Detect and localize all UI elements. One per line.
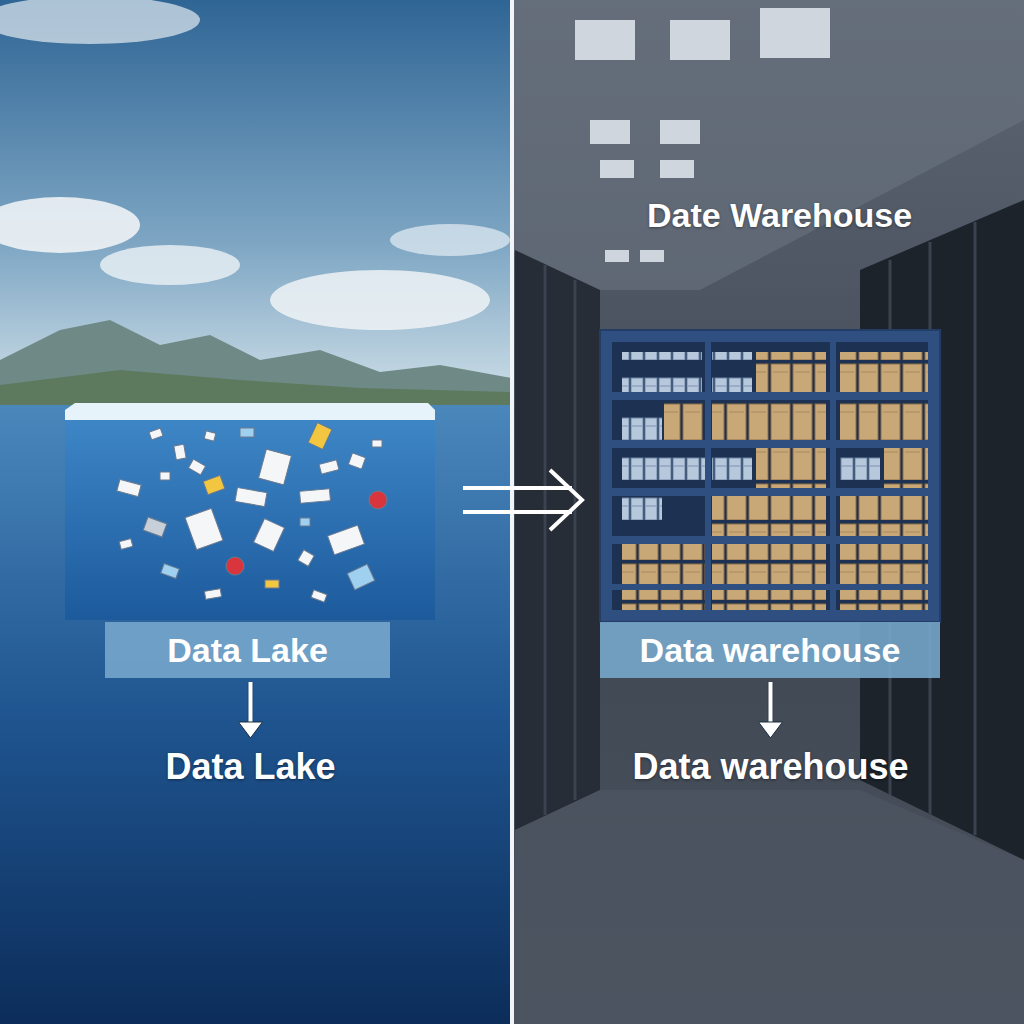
- label-band: Data warehouse: [600, 622, 940, 678]
- flow-arrow: [759, 682, 783, 738]
- shelf-unit: [600, 330, 940, 622]
- labeled-store: Data Lake: [65, 405, 435, 678]
- heading: Date Warehouse: [647, 196, 912, 235]
- label-text: Data warehouse: [622, 742, 919, 792]
- flow-arrow: [239, 682, 263, 738]
- floating-documents: [117, 423, 387, 603]
- flow-arrow: [463, 470, 582, 530]
- labeled-store: Data warehouse: [600, 330, 940, 678]
- output-label: Data Lake: [155, 742, 346, 792]
- output-label: Data warehouse: [622, 742, 919, 792]
- label-band: Data Lake: [105, 622, 390, 678]
- label-text: Data Lake: [155, 742, 346, 792]
